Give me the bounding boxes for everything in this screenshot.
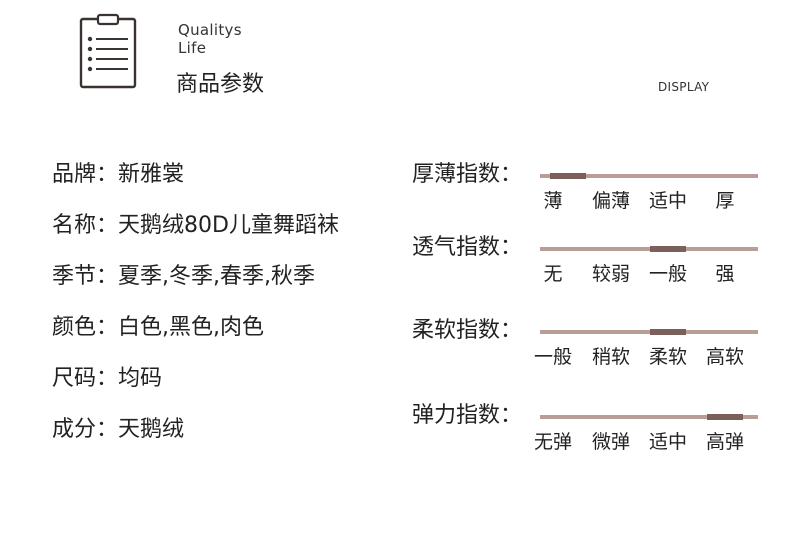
clipboard-list-icon: [79, 13, 137, 89]
spec-row-brand: 品牌： 新雅裳: [52, 160, 339, 211]
scale-level: 适中: [649, 431, 688, 453]
scale-breathability: 透气指数： 无 较弱 一般 强: [412, 233, 772, 303]
scale-level: 偏薄: [592, 190, 631, 212]
scale-level: 薄: [543, 190, 563, 212]
spec-key: 成分：: [52, 417, 119, 442]
spec-key: 品牌：: [52, 162, 119, 187]
spec-value: 天鹅绒: [118, 417, 185, 442]
scale-levels: 薄 偏薄 适中 厚: [540, 188, 764, 218]
scale-level: 高软: [706, 346, 745, 368]
scale-level: 厚: [715, 190, 735, 212]
spec-row-size: 尺码： 均码: [52, 364, 339, 415]
scale-level: 适中: [649, 190, 688, 212]
scale-title: 柔软指数：: [412, 318, 523, 343]
scale-elasticity: 弹力指数： 无弹 微弹 适中 高弹: [412, 401, 772, 471]
scale-levels: 无 较弱 一般 强: [540, 261, 764, 291]
scale-softness: 柔软指数： 一般 稍软 柔软 高软: [412, 316, 772, 386]
spec-value: 天鹅绒80D儿童舞蹈袜: [118, 213, 339, 238]
scale-level: 一般: [534, 346, 573, 368]
scale-track: [540, 329, 758, 335]
scale-level: 无: [543, 263, 563, 285]
scale-title: 弹力指数：: [412, 403, 523, 428]
scale-track: [540, 414, 758, 420]
spec-row-material: 成分： 天鹅绒: [52, 415, 339, 466]
scale-level: 强: [715, 263, 735, 285]
scale-level: 高弹: [706, 431, 745, 453]
spec-key: 名称：: [52, 213, 119, 238]
spec-value: 新雅裳: [118, 162, 185, 187]
brand-english-line2: Life: [178, 39, 207, 57]
scale-marker: [650, 246, 686, 252]
spec-key: 颜色：: [52, 315, 119, 340]
scale-track: [540, 173, 758, 179]
scale-title: 透气指数：: [412, 235, 523, 260]
scale-marker: [550, 173, 586, 179]
spec-row-name: 名称： 天鹅绒80D儿童舞蹈袜: [52, 211, 339, 262]
brand-english-line1: Qualitys: [178, 21, 242, 39]
scale-level: 较弱: [592, 263, 631, 285]
scale-level: 一般: [649, 263, 688, 285]
spec-value: 白色,黑色,肉色: [118, 315, 265, 340]
scale-track: [540, 246, 758, 252]
scale-levels: 一般 稍软 柔软 高软: [534, 344, 764, 374]
spec-row-color: 颜色： 白色,黑色,肉色: [52, 313, 339, 364]
section-title: 商品参数: [176, 72, 265, 97]
spec-row-season: 季节： 夏季,冬季,春季,秋季: [52, 262, 339, 313]
scale-level: 柔软: [649, 346, 688, 368]
brand-english: Qualitys Life: [178, 21, 242, 57]
scale-marker: [707, 414, 743, 420]
scale-title: 厚薄指数：: [412, 162, 523, 187]
scale-thickness: 厚薄指数： 薄 偏薄 适中 厚: [412, 160, 772, 230]
display-label: DISPLAY: [658, 80, 710, 94]
scale-level: 微弹: [592, 431, 631, 453]
spec-value: 均码: [118, 366, 163, 391]
scale-marker: [650, 329, 686, 335]
spec-list: 品牌： 新雅裳 名称： 天鹅绒80D儿童舞蹈袜 季节： 夏季,冬季,春季,秋季 …: [52, 160, 339, 466]
spec-value: 夏季,冬季,春季,秋季: [118, 264, 315, 289]
spec-key: 季节：: [52, 264, 119, 289]
scale-level: 无弹: [534, 431, 573, 453]
scale-levels: 无弹 微弹 适中 高弹: [534, 429, 764, 459]
scale-level: 稍软: [592, 346, 631, 368]
spec-key: 尺码：: [52, 366, 119, 391]
